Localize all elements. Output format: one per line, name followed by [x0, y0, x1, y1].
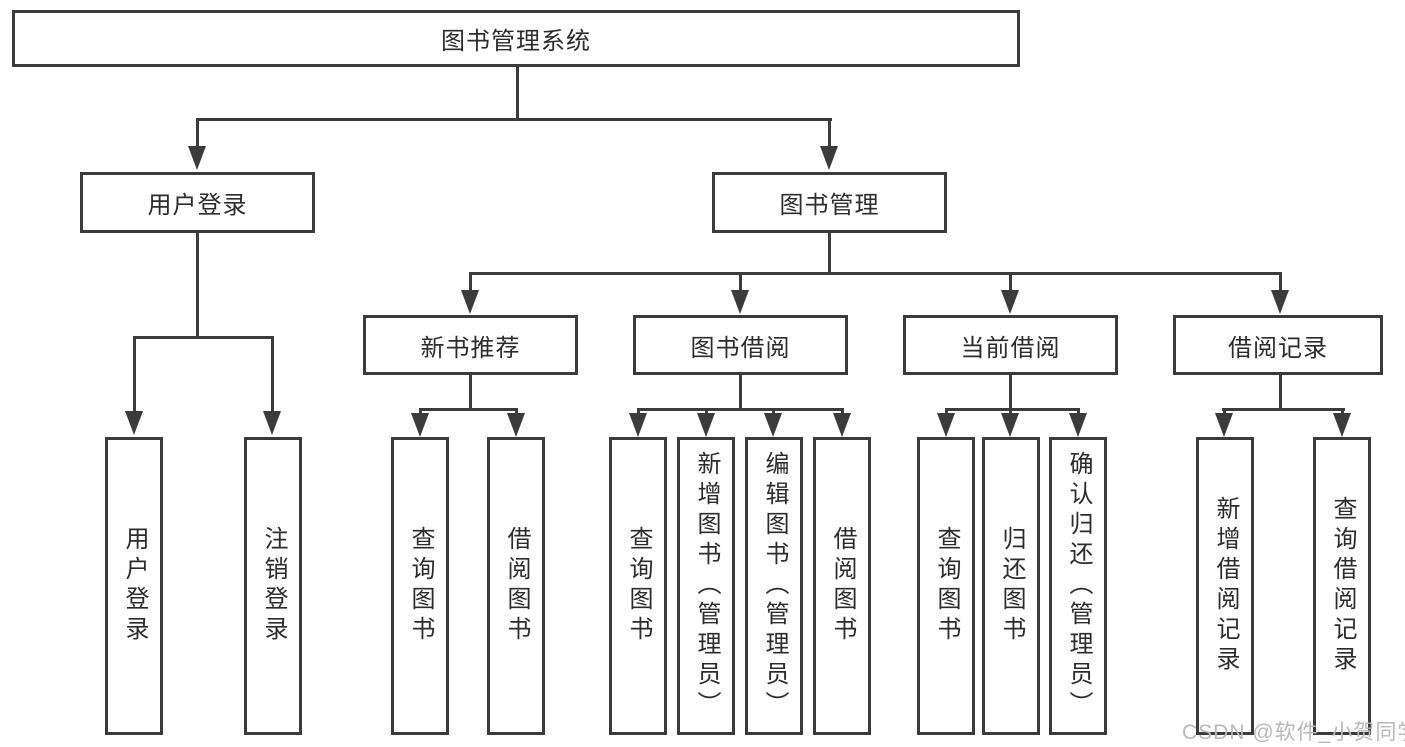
leaf-return-books-label: 归还图书 [998, 526, 1025, 646]
leaf-borrow-books-recommend: 借阅图书 [487, 437, 545, 735]
leaf-add-borrow-record-label: 新增借阅记录 [1212, 496, 1239, 676]
arrowhead-return-books [1001, 413, 1019, 437]
arrowhead-book-borrow [731, 290, 749, 314]
connector-shaft-current-borrow [1009, 272, 1012, 292]
connector-new-book-recommend-bus [419, 408, 518, 411]
node-book-borrow: 图书借阅 [633, 315, 848, 375]
leaf-add-books-admin: 新增图书（管理员） [677, 437, 735, 735]
leaf-user-login-label: 用户登录 [121, 526, 148, 646]
connector-shaft-query-books-borrow [637, 408, 640, 416]
connector-user-login-stem [196, 233, 199, 336]
connector-book-borrow-stem [739, 375, 742, 411]
arrowhead-current-borrow [1001, 290, 1019, 314]
leaf-add-borrow-record: 新增借阅记录 [1196, 437, 1254, 735]
leaf-query-books-current: 查询图书 [917, 437, 975, 735]
arrowhead-query-books-recommend [411, 413, 429, 437]
arrowhead-user-login [188, 146, 206, 170]
connector-shaft-query-books-current [945, 408, 948, 416]
leaf-query-borrow-record: 查询借阅记录 [1313, 437, 1371, 735]
arrowhead-borrow-books-recommend [507, 413, 525, 437]
connector-shaft-leaf-user-login [133, 336, 136, 413]
node-borrow-records-label: 借阅记录 [1228, 334, 1328, 362]
connector-user-login-bus [133, 336, 274, 339]
connector-shaft-new-book-recommend [469, 272, 472, 292]
connector-root-stem [516, 67, 519, 119]
connector-shaft-book-borrow [739, 272, 742, 292]
leaf-confirm-return-admin-label: 确认归还（管理员） [1065, 451, 1092, 721]
leaf-logout-label: 注销登录 [260, 526, 287, 646]
node-current-borrow-label: 当前借阅 [960, 334, 1061, 362]
leaf-edit-books-admin-label: 编辑图书（管理员） [761, 451, 788, 721]
connector-shaft-leaf-logout [271, 336, 274, 413]
leaf-borrow-books-label: 借阅图书 [829, 526, 856, 646]
connector-shaft-return-books [1009, 408, 1012, 416]
connector-current-borrow-stem [1009, 375, 1012, 411]
leaf-add-books-admin-label: 新增图书（管理员） [693, 451, 720, 721]
connector-borrow-records-stem [1279, 375, 1282, 411]
leaf-return-books: 归还图书 [982, 437, 1040, 735]
arrowhead-add-borrow-record [1215, 413, 1233, 437]
connector-shaft-book-management [828, 118, 831, 148]
node-root: 图书管理系统 [12, 10, 1020, 67]
connector-book-borrow-bus [637, 408, 844, 411]
connector-current-borrow-bus [945, 408, 1080, 411]
arrowhead-borrow-books [833, 413, 851, 437]
leaf-query-books-current-label: 查询图书 [933, 526, 960, 646]
node-user-login: 用户登录 [80, 172, 315, 233]
node-new-book-recommend-label: 新书推荐 [420, 334, 521, 362]
leaf-edit-books-admin: 编辑图书（管理员） [745, 437, 803, 735]
connector-book-management-stem [828, 233, 831, 274]
arrowhead-add-books-admin [697, 413, 715, 437]
connector-shaft-borrow-books [841, 408, 844, 416]
connector-level3-bus [469, 272, 1282, 275]
connector-borrow-records-bus [1222, 408, 1345, 411]
arrowhead-query-books-borrow [629, 413, 647, 437]
leaf-user-login: 用户登录 [105, 437, 163, 735]
connector-shaft-edit-books-admin [772, 408, 775, 416]
connector-level2-bus [196, 118, 832, 121]
arrowhead-query-books-current [937, 413, 955, 437]
node-user-login-label: 用户登录 [147, 192, 248, 219]
leaf-query-borrow-record-label: 查询借阅记录 [1329, 496, 1356, 676]
leaf-confirm-return-admin: 确认归还（管理员） [1049, 437, 1107, 735]
connector-shaft-borrow-books-recommend [515, 408, 518, 416]
leaf-query-books-recommend: 查询图书 [391, 437, 449, 735]
connector-shaft-query-books-recommend [419, 408, 422, 416]
connector-shaft-add-borrow-record [1223, 408, 1226, 416]
leaf-borrow-books: 借阅图书 [813, 437, 871, 735]
leaf-query-books-borrow-label: 查询图书 [625, 526, 652, 646]
arrowhead-book-management [820, 146, 838, 170]
leaf-borrow-books-recommend-label: 借阅图书 [503, 526, 530, 646]
connector-shaft-borrow-records [1279, 272, 1282, 292]
connector-shaft-user-login [196, 118, 199, 148]
connector-new-book-recommend-stem [469, 375, 472, 411]
node-book-borrow-label: 图书借阅 [690, 334, 791, 362]
node-current-borrow: 当前借阅 [903, 315, 1118, 375]
arrowhead-query-borrow-record [1333, 413, 1351, 437]
node-borrow-records: 借阅记录 [1173, 315, 1383, 375]
node-root-label: 图书管理系统 [441, 28, 591, 55]
arrowhead-edit-books-admin [764, 413, 782, 437]
csdn-watermark: CSDN @软件_小贺同学 [1182, 721, 1405, 744]
arrowhead-borrow-records [1271, 290, 1289, 314]
leaf-query-books-recommend-label: 查询图书 [407, 526, 434, 646]
arrowhead-leaf-logout [263, 411, 281, 435]
arrowhead-leaf-user-login [125, 411, 143, 435]
node-new-book-recommend: 新书推荐 [363, 315, 578, 375]
node-book-management-label: 图书管理 [779, 192, 880, 219]
connector-shaft-confirm-return-admin [1077, 408, 1080, 416]
leaf-query-books-borrow: 查询图书 [609, 437, 667, 735]
leaf-logout: 注销登录 [244, 437, 302, 735]
arrowhead-new-book-recommend [461, 290, 479, 314]
node-book-management: 图书管理 [712, 172, 947, 233]
connector-shaft-query-borrow-record [1341, 408, 1344, 416]
connector-shaft-add-books-admin [705, 408, 708, 416]
arrowhead-confirm-return-admin [1069, 413, 1087, 437]
